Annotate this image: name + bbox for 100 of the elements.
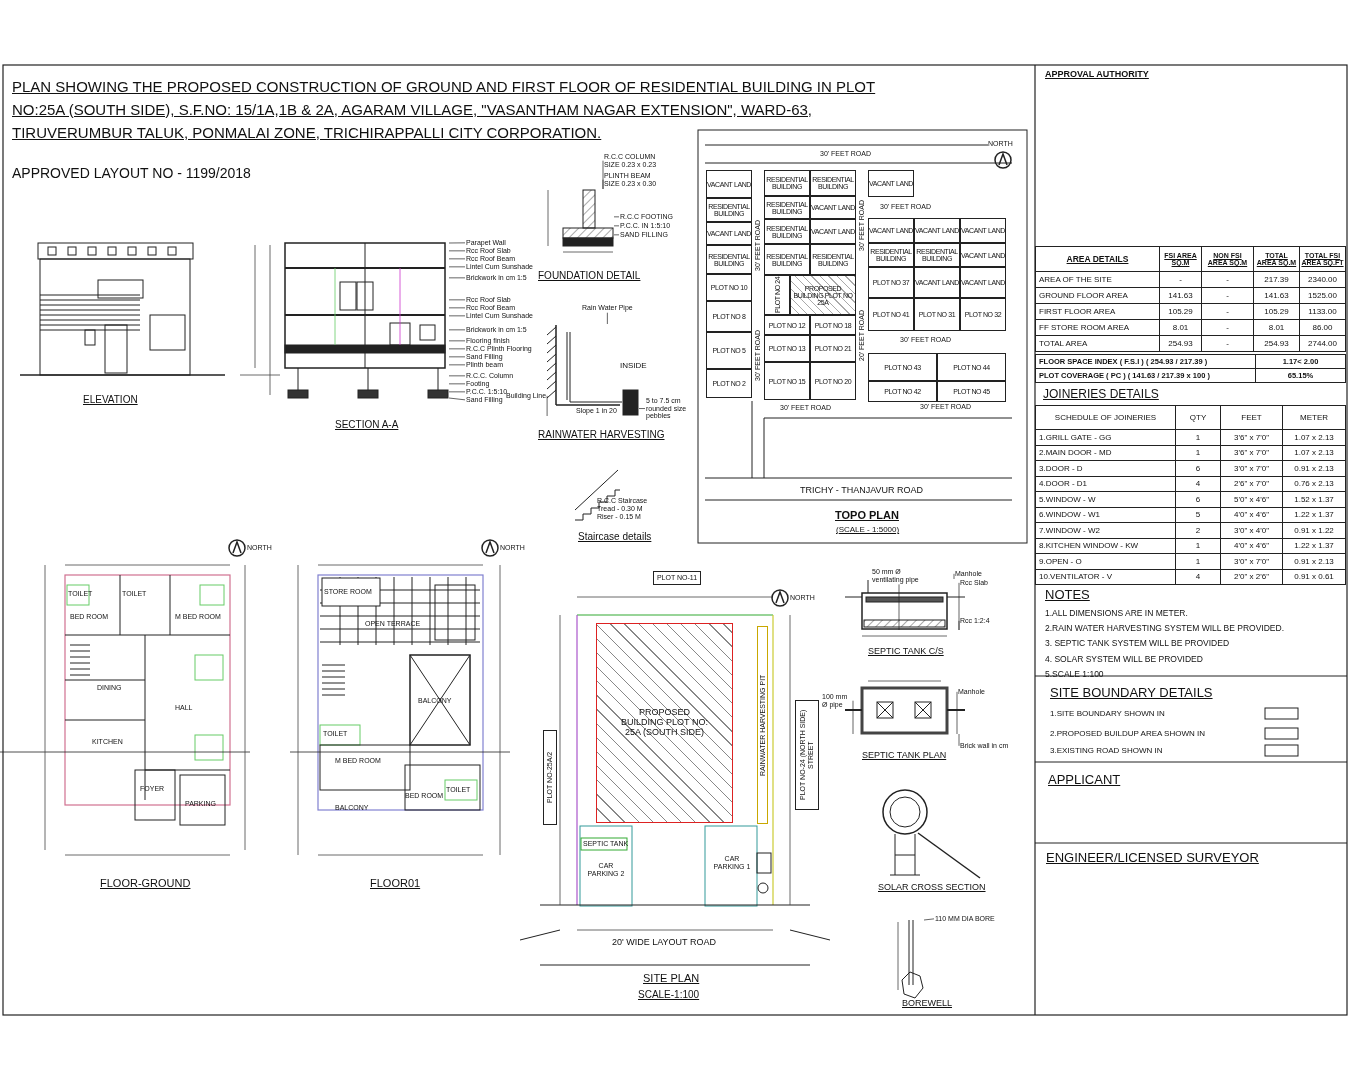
column-header: METER xyxy=(1282,405,1346,430)
drawing-title: SEPTIC TANK PLAN xyxy=(862,751,947,761)
table-cell: - xyxy=(1201,319,1254,336)
table-cell: - xyxy=(1201,335,1254,352)
table-cell: 0.91 x 1.22 xyxy=(1282,522,1346,538)
leader-line xyxy=(448,277,466,279)
road-label: 20' WIDE LAYOUT ROAD xyxy=(612,938,716,948)
table-cell: 2744.00 xyxy=(1299,335,1346,352)
table-cell: GROUND FLOOR AREA xyxy=(1035,287,1160,304)
note-text: 1.ALL DIMENSIONS ARE IN METER. xyxy=(1045,609,1188,619)
drawing-title: TOPO PLAN xyxy=(835,509,899,522)
table-cell: FIRST FLOOR AREA xyxy=(1035,303,1160,320)
legend-text: 2.PROPOSED BUILDUP AREA SHOWN IN xyxy=(1050,730,1205,739)
table-cell: 5'0" x 4'6" xyxy=(1220,491,1283,507)
scale-note: (SCALE - 1:5000) xyxy=(836,526,900,535)
layout-number: APPROVED LAYOUT NO - 1199/2018 xyxy=(12,166,251,182)
leader-line xyxy=(448,307,466,309)
section-heading: APPLICANT xyxy=(1048,773,1121,788)
section-heading: NOTES xyxy=(1045,588,1090,603)
leader-line xyxy=(607,312,608,325)
table-cell: 254.93 xyxy=(1253,335,1300,352)
drawing-title: SECTION A-A xyxy=(335,419,399,430)
leader-line xyxy=(602,179,604,190)
table-cell: 8.KITCHEN WINDOW - KW xyxy=(1035,538,1176,554)
table-cell: 0.76 x 2.13 xyxy=(1282,476,1346,492)
section-heading: ENGINEER/LICENSED SURVEYOR xyxy=(1046,851,1259,866)
leader-line xyxy=(638,408,646,409)
leader-line xyxy=(448,348,466,350)
table-cell: 6 xyxy=(1175,491,1221,507)
table-cell: 10.VENTILATOR - V xyxy=(1035,569,1176,585)
leader-line xyxy=(448,299,466,301)
table-cell: 4 xyxy=(1175,476,1221,492)
table-cell: - xyxy=(1201,303,1254,320)
table-cell: 2340.00 xyxy=(1299,271,1346,288)
leader-line xyxy=(448,250,466,252)
leader-line xyxy=(448,397,466,401)
table-cell: 4.DOOR - D1 xyxy=(1035,476,1176,492)
table-cell: 3'6" x 7'0" xyxy=(1220,429,1283,445)
note-text: 5.SCALE 1:100 xyxy=(1045,670,1104,680)
leader-line xyxy=(448,383,466,385)
table-cell: 4'0" x 4'6" xyxy=(1220,507,1283,523)
leader-line xyxy=(923,918,935,921)
leader-line xyxy=(613,234,620,236)
drawing-title: BOREWELL xyxy=(902,999,952,1009)
section-heading: SITE BOUNDARY DETAILS xyxy=(1050,686,1213,701)
table-cell: 1.07 x 2.13 xyxy=(1282,445,1346,461)
table-cell: 1133.00 xyxy=(1299,303,1346,320)
table-cell: 8.01 xyxy=(1159,319,1202,336)
leader-line xyxy=(613,225,620,227)
table-cell: 3'0" x 7'0" xyxy=(1220,460,1283,476)
leader-line xyxy=(956,691,958,735)
drawing-title: FLOOR01 xyxy=(370,877,421,890)
leader-line xyxy=(546,395,548,417)
table-cell: 7.WINDOW - W2 xyxy=(1035,522,1176,538)
table-cell: 5 xyxy=(1175,507,1221,523)
leader-line xyxy=(448,315,466,317)
leader-line xyxy=(448,242,466,244)
table-cell: - xyxy=(1201,271,1254,288)
table-cell: 1 xyxy=(1175,429,1221,445)
scale-note: SCALE-1:100 xyxy=(638,989,700,1000)
table-cell: 1525.00 xyxy=(1299,287,1346,304)
table-cell: 2'6" x 7'0" xyxy=(1220,476,1283,492)
table-cell: 0.91 x 0.61 xyxy=(1282,569,1346,585)
table-cell: 1.07 x 2.13 xyxy=(1282,429,1346,445)
drawing-title: SOLAR CROSS SECTION xyxy=(878,883,986,893)
leader-line xyxy=(613,216,620,218)
table-cell: 6.WINDOW - W1 xyxy=(1035,507,1176,523)
table-cell: 2 xyxy=(1175,522,1221,538)
borewell-drawing xyxy=(901,919,924,999)
table-cell: 5.WINDOW - W xyxy=(1035,491,1176,507)
table-cell: 0.91 x 2.13 xyxy=(1282,460,1346,476)
table-cell: 4 xyxy=(1175,569,1221,585)
leader-line xyxy=(958,620,960,631)
road-label: TRICHY - THANJAVUR ROAD xyxy=(800,486,923,496)
leader-line xyxy=(448,266,466,268)
leader-line xyxy=(448,375,466,377)
section-heading: JOINERIES DETAILS xyxy=(1043,388,1159,402)
table-cell: 86.00 xyxy=(1299,319,1346,336)
table-cell: 105.29 xyxy=(1253,303,1300,320)
table-cell: - xyxy=(1159,271,1202,288)
table-cell: - xyxy=(1201,287,1254,304)
table-cell: FF STORE ROOM AREA xyxy=(1035,319,1160,336)
drawing-title: PLAN SHOWING THE PROPOSED CONSTRUCTION OF GROUND AND FIRST FLOOR OF RESIDENTIAL BUILDING IN PLOT NO:25A (SOUTH SIDE), S.F.NO: 15/1A,1B & 2A, AGARAM VILLAGE, "VASANTHAM NAGAR EXTENSION", WARD-63, TIRUVERUMBUR TALUK, PONMALAI ZONE, TRICHIRAPPALLI CITY CORPORATION. xyxy=(12,77,877,143)
leader-line xyxy=(448,364,466,366)
drawing-title: SITE PLAN xyxy=(643,972,700,985)
leader-line xyxy=(448,391,466,393)
leader-line xyxy=(448,329,466,331)
leader-line xyxy=(898,584,900,631)
table-cell: 254.93 xyxy=(1159,335,1202,352)
table-cell: 105.29 xyxy=(1159,303,1202,320)
table-cell: 1.22 x 1.37 xyxy=(1282,538,1346,554)
hatched-building-area: PROPOSED BUILDING PLOT NO: 25A (SOUTH SIDE) xyxy=(596,623,733,823)
column-header: AREA DETAILS xyxy=(1035,246,1160,272)
annotation-text: INSIDE xyxy=(620,362,647,371)
table-cell: 3'0" x 7'0" xyxy=(1220,553,1283,569)
table-cell: 1.52 x 1.37 xyxy=(1282,491,1346,507)
section-heading: APPROVAL AUTHORITY xyxy=(1045,70,1149,80)
table-cell: 0.91 x 2.13 xyxy=(1282,553,1346,569)
table-cell: 3.DOOR - D xyxy=(1035,460,1176,476)
column-header: SCHEDULE OF JOINERIES xyxy=(1035,405,1176,430)
